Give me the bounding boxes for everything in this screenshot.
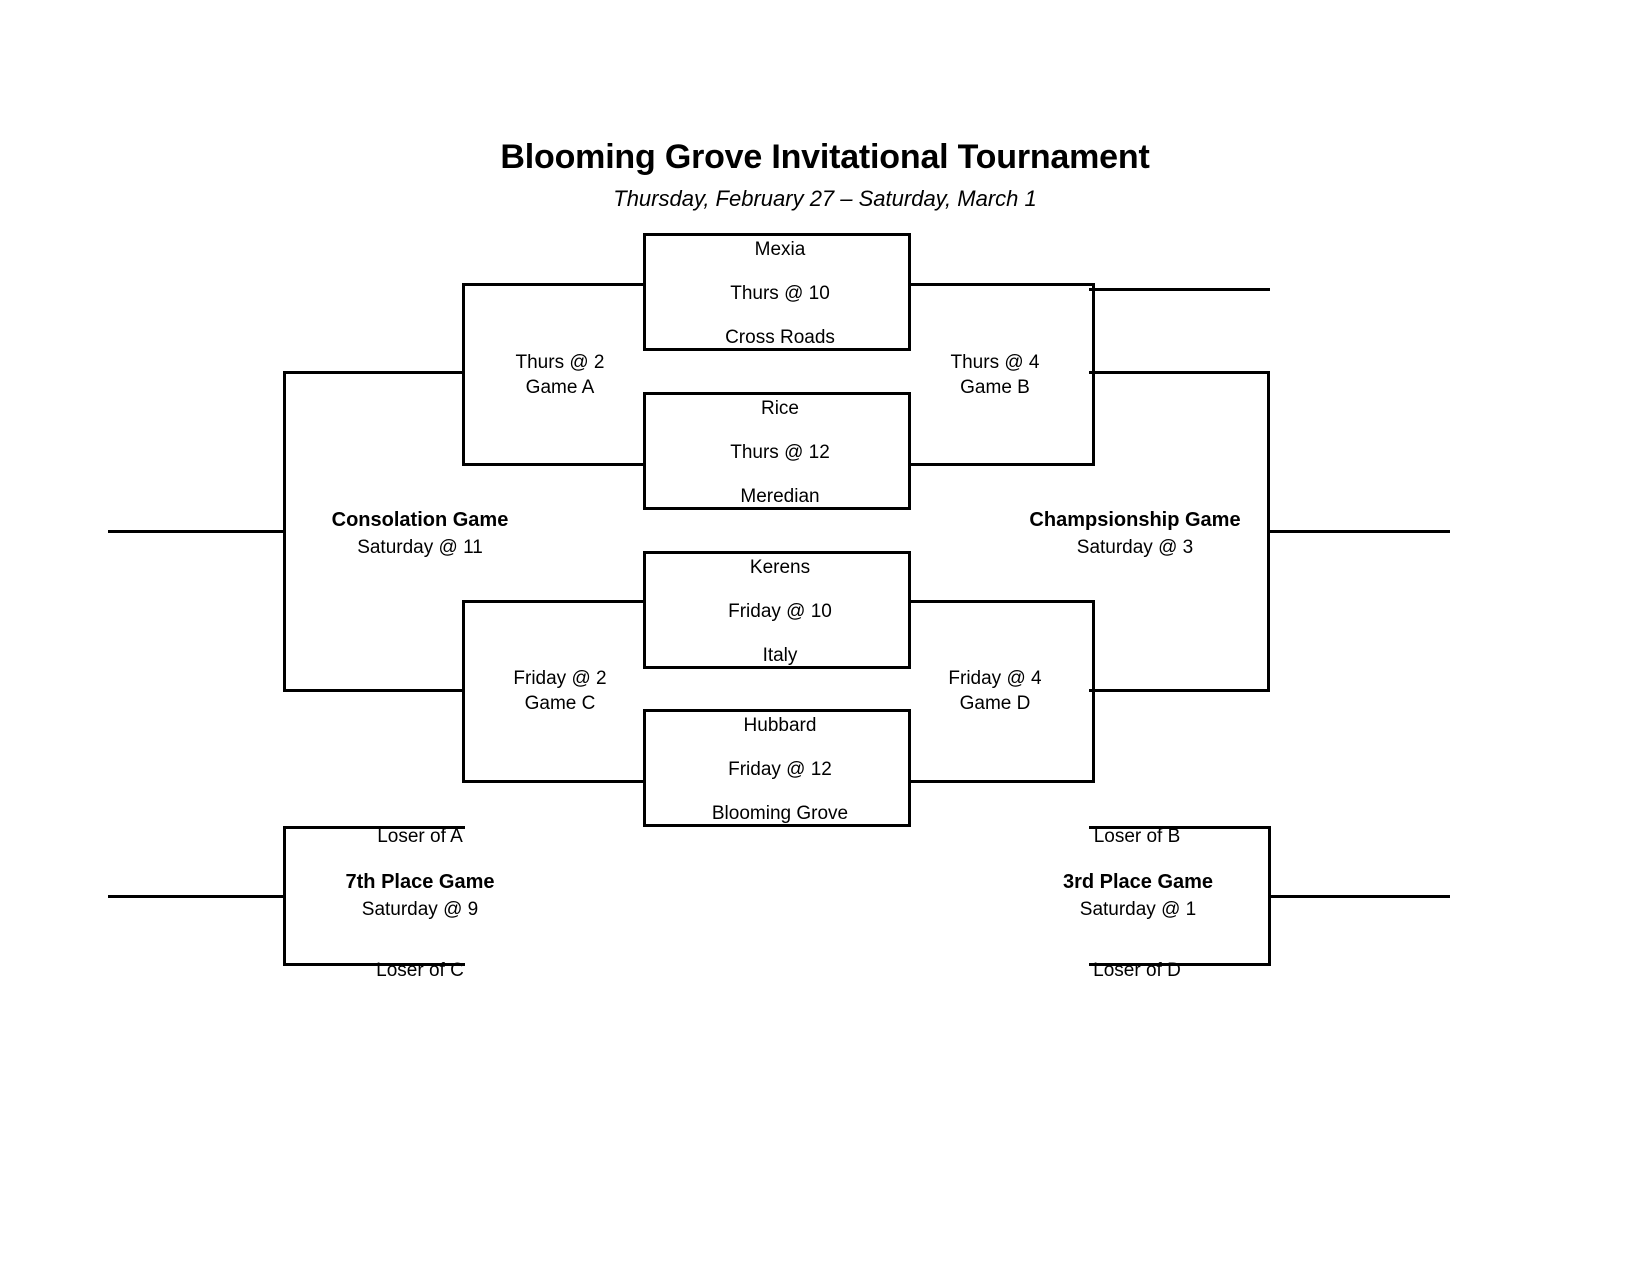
slot-label-loser-of-c: Loser of C — [376, 960, 464, 981]
match-team-top: Rice — [760, 398, 799, 419]
match-team-bottom: Italy — [762, 645, 798, 666]
round-label-game-c: Friday @ 2 Game C — [480, 666, 640, 716]
match-team-bottom: Blooming Grove — [711, 803, 849, 824]
third-place-game-name: 3rd Place Game — [1062, 871, 1214, 893]
seventh-place-top-connector — [283, 826, 465, 829]
championship-game-time: Saturday @ 3 — [1076, 537, 1194, 558]
championship-bottom-arm — [1089, 689, 1270, 692]
seventh-place-game-time: Saturday @ 9 — [361, 899, 479, 920]
game-b-label: Game B — [960, 377, 1030, 398]
round-label-game-d: Friday @ 4 Game D — [915, 666, 1075, 716]
game-c-top-connector — [462, 600, 646, 603]
match-team-bottom: Cross Roads — [725, 327, 835, 348]
game-a-bottom-connector — [462, 463, 646, 466]
game-d-time: Friday @ 4 — [948, 668, 1042, 689]
consolation-output-stub — [108, 530, 283, 533]
consolation-game-name: Consolation Game — [331, 509, 509, 531]
game-c-label: Game C — [524, 693, 596, 714]
third-place-vertical-connector — [1268, 826, 1271, 963]
third-place-output-stub — [1268, 895, 1450, 898]
third-place-game-time: Saturday @ 1 — [1079, 899, 1197, 920]
seventh-place-game-label: 7th Place Game Saturday @ 9 — [280, 869, 560, 923]
slot-label-loser-of-d: Loser of D — [1093, 960, 1181, 981]
match-team-top: Mexia — [754, 239, 806, 260]
third-place-top-connector — [1089, 826, 1271, 829]
round-label-game-a: Thurs @ 2 Game A — [480, 350, 640, 400]
game-b-top-connector — [908, 283, 1095, 286]
slot-label-loser-of-a: Loser of A — [377, 826, 463, 847]
game-c-bottom-connector — [462, 780, 646, 783]
match-time: Thurs @ 12 — [730, 442, 830, 463]
game-d-bottom-connector — [908, 780, 1095, 783]
championship-output-stub — [1267, 530, 1450, 533]
consolation-vertical-connector — [283, 371, 286, 689]
match-time: Thurs @ 10 — [730, 283, 830, 304]
match-box-game-2[interactable]: Rice Thurs @ 12 Meredian — [643, 392, 911, 510]
game-d-label: Game D — [959, 693, 1031, 714]
championship-game-name: Champsionship Game — [1029, 509, 1241, 531]
game-d-top-connector — [908, 600, 1095, 603]
page-title: Blooming Grove Invitational Tournament — [500, 138, 1150, 176]
match-box-game-3[interactable]: Kerens Friday @ 10 Italy — [643, 551, 911, 669]
third-place-game-label: 3rd Place Game Saturday @ 1 — [998, 869, 1278, 923]
page-subtitle: Thursday, February 27 – Saturday, March … — [613, 186, 1037, 211]
match-team-top: Kerens — [749, 557, 811, 578]
consolation-bottom-connector — [283, 689, 465, 692]
game-c-time: Friday @ 2 — [513, 668, 607, 689]
championship-game-label: Champsionship Game Saturday @ 3 — [995, 507, 1275, 561]
match-team-bottom: Meredian — [740, 486, 820, 507]
game-a-label: Game A — [525, 377, 595, 398]
match-time: Friday @ 10 — [728, 601, 832, 622]
match-time: Friday @ 12 — [728, 759, 832, 780]
match-box-game-4[interactable]: Hubbard Friday @ 12 Blooming Grove — [643, 709, 911, 827]
consolation-game-label: Consolation Game Saturday @ 11 — [280, 507, 560, 561]
championship-top-connector — [1089, 288, 1270, 291]
consolation-game-time: Saturday @ 11 — [357, 537, 483, 558]
championship-top-arm — [1089, 371, 1270, 374]
game-a-top-connector — [462, 283, 646, 286]
game-b-time: Thurs @ 4 — [950, 352, 1040, 373]
match-box-game-1[interactable]: Mexia Thurs @ 10 Cross Roads — [643, 233, 911, 351]
slot-label-loser-of-b: Loser of B — [1093, 826, 1181, 847]
seventh-place-vertical-connector — [283, 826, 286, 963]
match-team-top: Hubbard — [743, 715, 817, 736]
consolation-top-connector — [283, 371, 465, 374]
game-b-bottom-connector — [908, 463, 1095, 466]
round-label-game-b: Thurs @ 4 Game B — [915, 350, 1075, 400]
seventh-place-bottom-connector — [283, 963, 465, 966]
game-a-vertical-connector — [462, 283, 465, 463]
third-place-bottom-connector — [1089, 963, 1271, 966]
game-a-time: Thurs @ 2 — [515, 352, 605, 373]
seventh-place-output-stub — [108, 895, 283, 898]
seventh-place-game-name: 7th Place Game — [345, 871, 495, 893]
game-c-vertical-connector — [462, 600, 465, 780]
